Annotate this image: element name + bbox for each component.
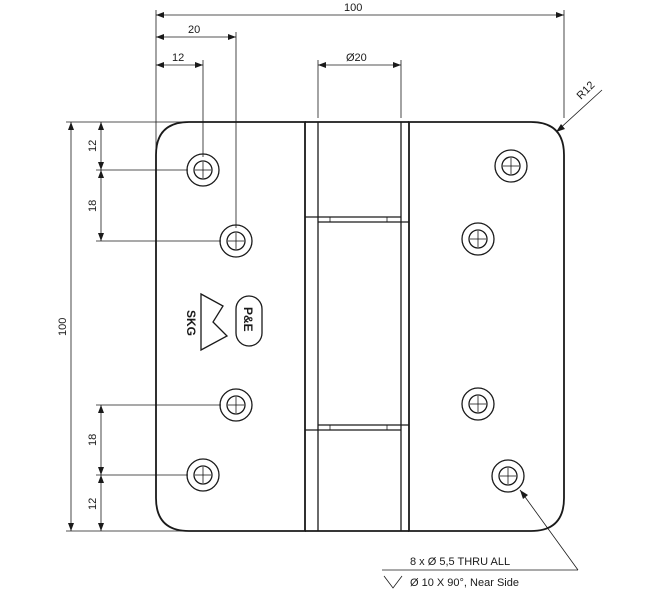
dim-overall-width: 100: [155, 2, 565, 150]
left-leaf-outline: [155, 121, 306, 532]
hole-right-4: [491, 459, 525, 493]
svg-text:8 x Ø 5,5 THRU ALL: 8 x Ø 5,5 THRU ALL: [410, 556, 510, 568]
hole-left-4: [186, 458, 220, 492]
svg-text:100: 100: [57, 318, 69, 336]
svg-text:100: 100: [344, 2, 362, 14]
dim-knuckle-diameter: Ø20: [317, 52, 402, 118]
svg-text:18: 18: [87, 200, 99, 212]
svg-text:Ø 10 X 90°, Near Side: Ø 10 X 90°, Near Side: [410, 577, 519, 589]
hole-left-3: [219, 388, 253, 422]
right-leaf-outline: [408, 121, 565, 532]
dim-bottom-hole-chain: 18 12: [87, 404, 221, 531]
dim-hole-offset-20: 20: [156, 24, 237, 228]
hole-right-2: [461, 222, 495, 256]
hole-left-1: [186, 153, 220, 187]
skg-logo: SKG: [184, 292, 229, 352]
hole-right-3: [461, 387, 495, 421]
svg-text:20: 20: [188, 24, 200, 36]
hole-callout: 8 x Ø 5,5 THRU ALL Ø 10 X 90°, Near Side: [382, 489, 579, 589]
dim-corner-radius: R12: [555, 79, 603, 133]
dim-hole-offset-12: 12: [156, 52, 204, 157]
svg-text:12: 12: [87, 498, 99, 510]
hole-right-1: [494, 149, 528, 183]
countersink-symbol: [383, 575, 403, 589]
dim-overall-height: 100: [57, 121, 185, 532]
svg-text:12: 12: [172, 52, 184, 64]
knuckle: [305, 121, 409, 532]
svg-text:12: 12: [87, 140, 99, 152]
svg-text:SKG: SKG: [184, 310, 198, 336]
svg-text:R12: R12: [575, 79, 598, 102]
svg-text:Ø20: Ø20: [346, 52, 367, 64]
svg-text:18: 18: [87, 434, 99, 446]
dim-top-hole-chain: 12 18: [87, 122, 221, 242]
hole-left-2: [219, 224, 253, 258]
svg-text:P&E: P&E: [241, 307, 255, 332]
pe-mark-logo: P&E: [235, 295, 263, 347]
